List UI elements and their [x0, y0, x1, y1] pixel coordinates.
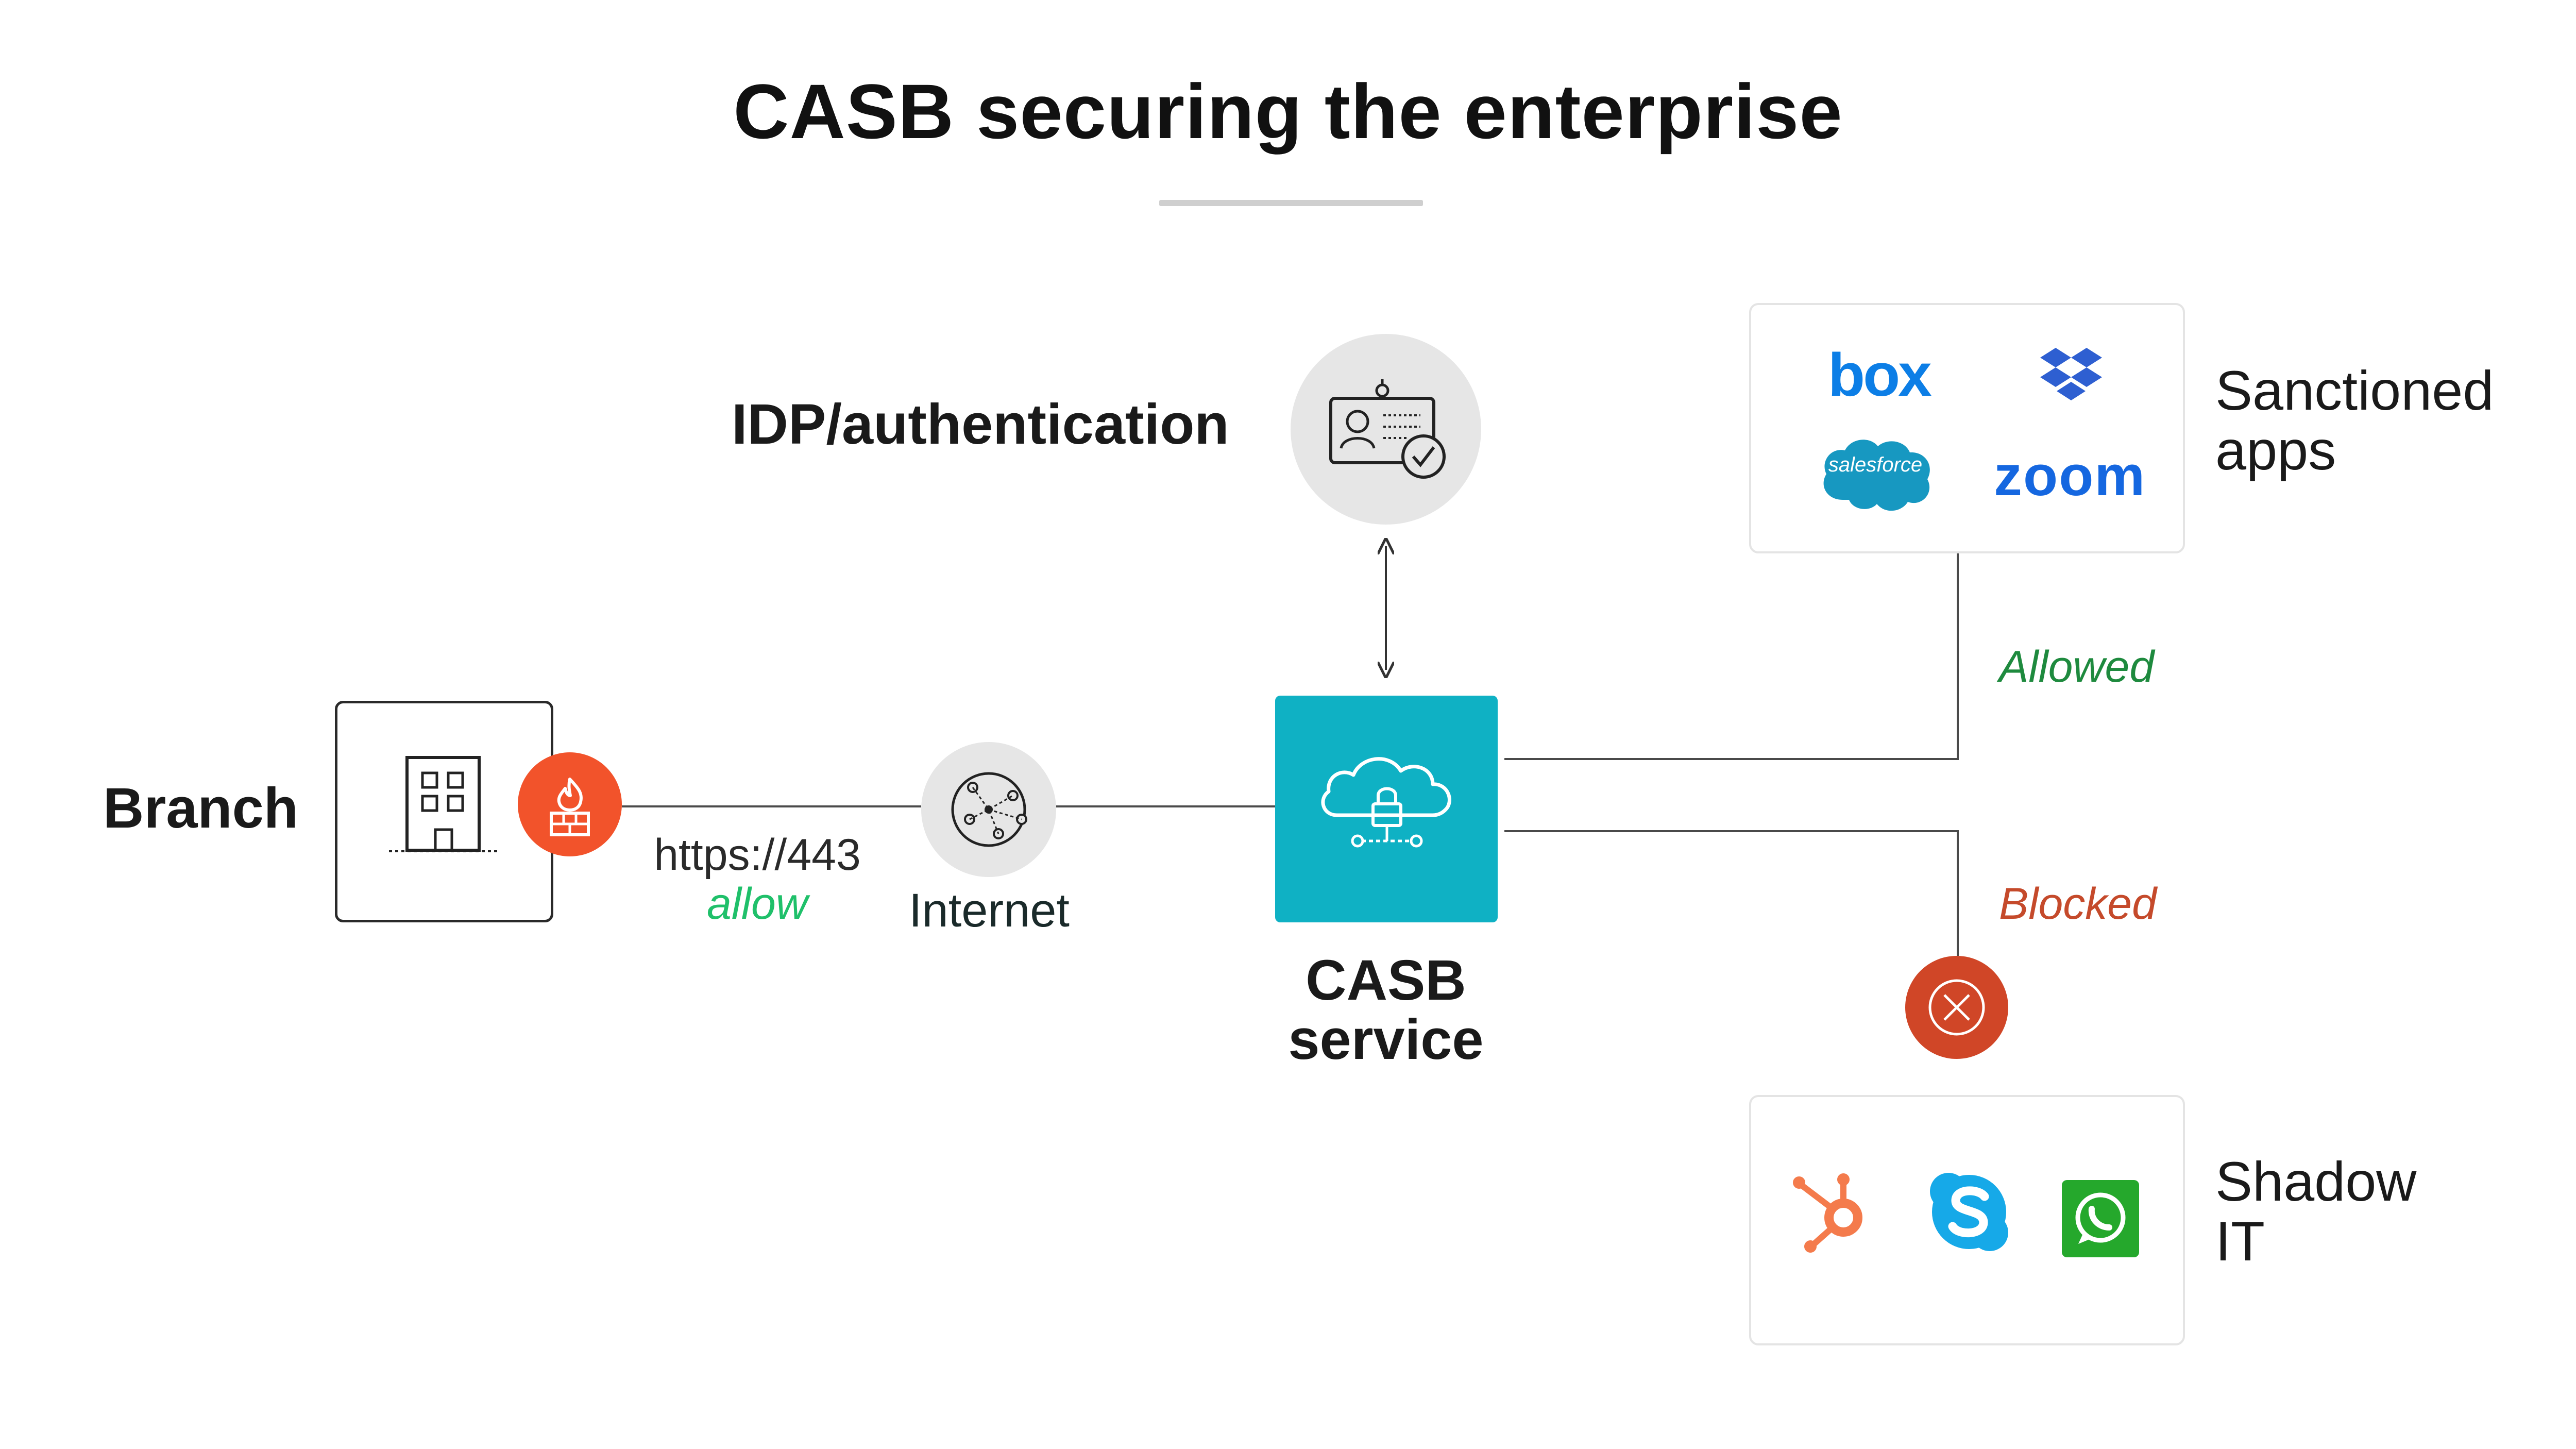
dropbox-icon: [2040, 348, 2102, 400]
hubspot-icon: [1793, 1173, 1862, 1253]
casb-label-line1: CASB: [1306, 949, 1466, 1012]
line-casb-sanctioned: [1504, 551, 1959, 760]
globe-network-icon: [951, 772, 1027, 847]
allow-label: allow: [707, 879, 808, 929]
idp-node: [1291, 334, 1481, 525]
firewall-node: [518, 752, 622, 856]
salesforce-icon: [1823, 440, 1930, 511]
line-casb-shadow: [1504, 830, 1959, 956]
casb-label: CASB service: [1231, 951, 1540, 1069]
shadow-label-line2: IT: [2215, 1210, 2265, 1272]
firewall-icon: [550, 778, 590, 836]
salesforce-logo-text: salesforce: [1828, 453, 1923, 476]
id-card-check-icon: [1329, 379, 1446, 479]
whatsapp-icon: [2062, 1180, 2139, 1257]
title-divider: [1159, 200, 1423, 206]
sanctioned-apps-label: Sanctioned apps: [2215, 361, 2494, 480]
blocked-x-icon: [1928, 979, 1985, 1036]
branch-label: Branch: [103, 777, 298, 840]
https-label: https://443: [654, 830, 861, 880]
sanctioned-apps-box: [1749, 303, 2185, 553]
branch-box: [335, 701, 553, 922]
box-logo: box: [1828, 341, 1932, 409]
skype-icon: [1930, 1173, 2008, 1251]
internet-node: [921, 742, 1056, 877]
shadow-it-label: Shadow IT: [2215, 1152, 2416, 1271]
diagram-title: CASB securing the enterprise: [733, 68, 1843, 155]
sanctioned-label-line1: Sanctioned: [2215, 359, 2494, 422]
allowed-label: Allowed: [1999, 642, 2155, 692]
zoom-logo: zoom: [1994, 444, 2146, 508]
sanctioned-label-line2: apps: [2215, 419, 2336, 481]
internet-label: Internet: [909, 884, 1070, 937]
idp-label: IDP/authentication: [732, 393, 1229, 456]
blocked-label: Blocked: [1999, 879, 2157, 929]
cloud-lock-icon: [1321, 757, 1451, 848]
casb-label-line2: service: [1288, 1008, 1484, 1071]
building-icon: [389, 756, 497, 852]
shadow-label-line1: Shadow: [2215, 1150, 2417, 1212]
blocked-node: [1905, 956, 2008, 1059]
casb-service-node: [1275, 696, 1498, 922]
